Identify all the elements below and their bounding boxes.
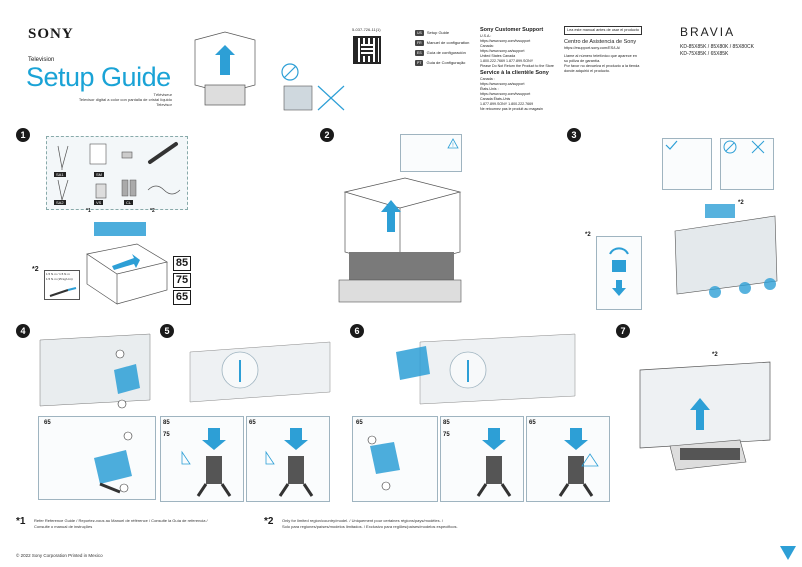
part-label: SM [94,172,104,177]
model-list: KD-85X85K / 85X80K / 85X80CK KD-75X85K /… [680,44,754,57]
step-number: 1 [16,128,30,142]
footnote-marker: *2 [32,266,39,273]
prohibited-icon [723,140,765,154]
size-label-85: 85 [443,420,450,426]
footnote-marker: *2 [712,352,718,358]
check-icon [665,140,678,150]
footnote-marker: *2 [150,208,155,214]
fr-us-support-link[interactable]: https://www.sony.com/tvsupport [480,92,531,96]
screwdriver-icon [49,287,77,297]
size-label-65: 65 [249,420,256,426]
category-label: Television [28,57,55,63]
size-label-65: 65 [44,420,51,426]
step4-65-illustration [94,431,133,494]
size-label-75: 75 [443,432,450,438]
step-number: 5 [160,324,174,338]
step5-illustration [189,341,331,403]
qr-code [353,36,381,64]
step6-illustration [396,333,576,405]
parts-illustration [57,142,181,201]
us-support-link[interactable]: https://www.sony.com/tvsupport [480,39,531,43]
part-label: SA1 [54,172,66,177]
step5-stand-illustration [181,428,314,497]
parts-box [46,136,188,210]
step-number: 6 [350,324,364,338]
document-number: 5-037-726-11(1) [352,27,381,32]
size-75: 75 [173,273,191,288]
footnote-marker: *1 [86,208,91,214]
step-number: 3 [567,128,581,142]
header-warning-illustration [281,63,345,111]
size-label-85: 85 [163,420,170,426]
footnote-1: Refer Reference Guide / Reportez-vous au… [34,518,208,529]
footnote-marker: *1 [16,516,26,527]
step6-stand-illustration [476,428,599,497]
screw-note-box: 1.5 N·m / 1.5 N·m 1.5 N·m (15 kgf·cm) [44,270,80,300]
footnote-marker: *2 [264,516,274,527]
step3-correct-panel [662,138,712,190]
es-support-link[interactable]: https://esupport.sony.com/ES/LA/ [564,46,621,50]
subtitle-block: Téléviseur Televisor digital a color con… [78,92,172,107]
part-label: CL [124,200,134,205]
size-label-75: 75 [163,432,170,438]
sony-logo: SONY [28,26,74,42]
warning-triangle-icon: ! [447,138,459,149]
size-label-65: 65 [356,420,363,426]
spanish-support-block: Lea este manual antes de usar el product… [564,26,654,74]
footnote-marker: *2 [738,200,744,206]
size-65: 65 [173,290,191,305]
step6-65-illustration [367,435,400,491]
step4-illustration [39,333,151,409]
page-fold-icon [780,546,796,560]
bravia-logo: BRAVIA [680,25,736,39]
copyright: © 2022 Sony Corporation Printed in Mexic… [16,553,103,558]
step-number: 2 [320,128,334,142]
footnote-marker: *2 [585,232,591,238]
rotate-arrow-icon [609,247,629,296]
step2-detail-panel [400,134,462,172]
step7-tv-illustration [639,361,771,471]
step2-box-illustration [338,177,462,303]
size-label-65: 65 [529,420,536,426]
packaging-illustration [86,222,168,305]
page-title: Setup Guide [26,62,171,92]
footnote-2: Only for limited region/country/model. /… [282,518,458,529]
step-number: 7 [616,324,630,338]
fr-ca-support-link[interactable]: https://www.sony.ca/support [480,82,525,86]
customer-support-block: Sony Customer Support U.S.A.: https://ww… [480,26,560,112]
step-number: 4 [16,324,30,338]
step3-tv-illustration [674,204,778,298]
header-box-illustration [194,31,256,106]
ca-support-link[interactable]: https://www.sony.ca/support [480,49,525,53]
step3-wrong-panel [720,138,774,190]
part-label: SA2 [54,200,66,205]
size-85: 85 [173,256,191,271]
svg-text:!: ! [452,143,454,149]
part-label: VS [94,200,104,205]
